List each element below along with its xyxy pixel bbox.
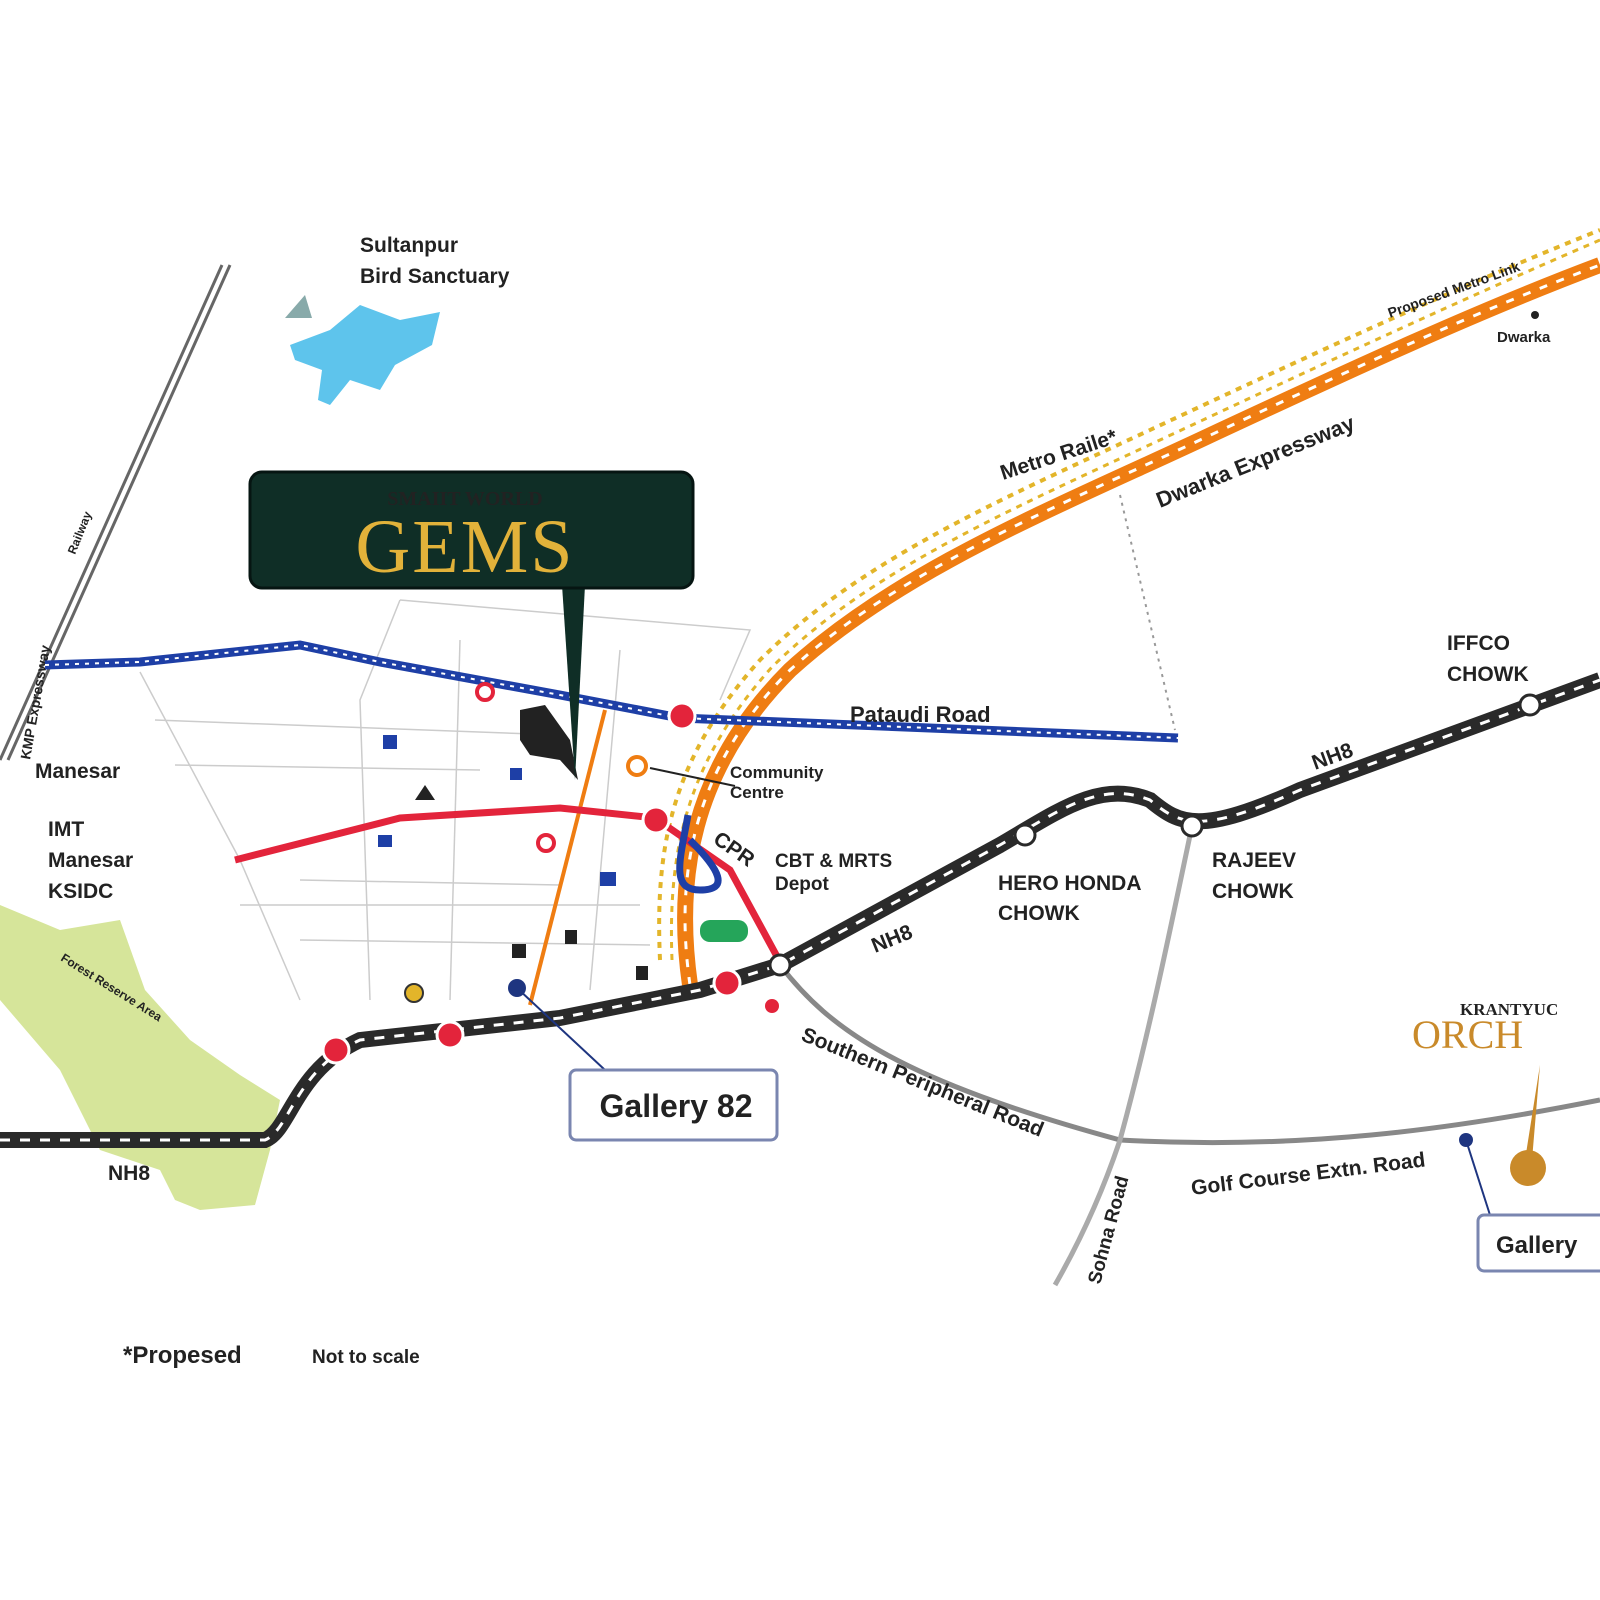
sector-poi-icons (378, 735, 616, 886)
metro-station-icon (667, 701, 697, 731)
chowk-icon (1518, 693, 1542, 717)
pataudi-road (44, 640, 1179, 743)
chowk-icon (1013, 823, 1037, 847)
orchard-project-marker[interactable]: KRANTYUC ORCH (1412, 1000, 1558, 1186)
cbt-depot-label-1: CBT & MRTS (775, 851, 892, 872)
orchard-title: ORCH (1412, 1012, 1523, 1057)
chowk-icon (1180, 814, 1204, 838)
railway-label: Railway (65, 509, 95, 556)
southern-peripheral-road (778, 963, 1600, 1146)
gems-title: GEMS (355, 505, 574, 589)
metro-station-icon (641, 805, 671, 835)
golf-course-ext-label: Golf Course Extn. Road (1190, 1148, 1427, 1200)
sector-grid (139, 599, 752, 1001)
railway-line (0, 264, 232, 761)
nh8-label-main: NH8 (108, 1162, 150, 1185)
gallery-right-label: Gallery (1496, 1232, 1578, 1259)
hero-honda-label-2: CHOWK (998, 902, 1080, 925)
proposed-link (1119, 494, 1176, 731)
gallery-right-callout[interactable]: Gallery (1459, 1133, 1600, 1273)
red-road (234, 804, 784, 964)
imt-label-3: KSIDC (48, 880, 113, 903)
imt-label-2: Manesar (48, 849, 133, 872)
metro-stations (321, 701, 742, 1065)
chowk-icon (768, 953, 792, 977)
community-centre-label-2: Centre (730, 783, 784, 802)
iffco-chowk-label-2: CHOWK (1447, 663, 1529, 686)
gems-brand-line: SMAIIT WORLD (387, 488, 542, 510)
metro-station-icon (435, 1020, 465, 1050)
dwarka-expressway-label: Dwarka Expressway (1153, 410, 1359, 513)
sultanpur-label: Sultanpur (360, 234, 458, 257)
community-centre-icon (626, 755, 648, 777)
rajiv-chowk-label-2: CHOWK (1212, 880, 1294, 903)
red-dot-icon (765, 999, 779, 1013)
yellow-poi-icon (404, 983, 424, 1003)
legend-not-to-scale: Not to scale (312, 1347, 420, 1368)
nh8-label-mid: NH8 (868, 920, 916, 957)
sohna-road (1052, 825, 1195, 1287)
cpr-loop (676, 814, 722, 894)
spr-label: Southern Peripheral Road (798, 1023, 1047, 1141)
leader-line (649, 767, 736, 787)
metro-station-icon (321, 1035, 351, 1065)
gems-project-callout[interactable]: SMAIIT WORLD GEMS (248, 470, 695, 780)
hero-honda-label-1: HERO HONDA (998, 872, 1142, 895)
gallery82-callout[interactable]: Gallery 82 (508, 979, 779, 1142)
nh8-dashes (0, 678, 1600, 1142)
iffco-chowk-label-1: IFFCO (1447, 632, 1510, 655)
metro-line-2 (669, 238, 1600, 961)
sector-poi-icons-dark (415, 705, 648, 980)
sohna-road-label: Sohna Road (1085, 1174, 1134, 1287)
dwarka-point-icon (1531, 311, 1539, 319)
dwarka-point-label: Dwarka (1497, 329, 1551, 346)
bus-depot-icon (700, 920, 748, 942)
imt-label-1: IMT (48, 818, 84, 841)
cbt-depot-label-2: Depot (775, 874, 830, 895)
lake-inlet (285, 295, 312, 318)
manesar-label: Manesar (35, 760, 120, 783)
orchard-brand-line: KRANTYUC (1460, 1000, 1558, 1019)
sanctuary-label: Bird Sanctuary (360, 265, 510, 288)
pataudi-road-label: Pataudi Road (850, 702, 991, 727)
metro-label: Metro Raile* (997, 425, 1120, 485)
red-ring-icon (536, 833, 556, 853)
sultanpur-lake (290, 305, 440, 405)
rajiv-chowk-label-1: RAJEEV (1212, 849, 1296, 872)
expressway-dashes (683, 263, 1600, 986)
gallery82-label: Gallery 82 (600, 1088, 753, 1124)
sector-orange-road (528, 709, 607, 1006)
metro-station-icon (712, 968, 742, 998)
red-ring-icon (475, 682, 495, 702)
community-centre-label-1: Community (730, 763, 824, 782)
pataudi-dashes (44, 643, 1179, 739)
nh8-highway (0, 672, 1600, 1148)
chowk-markers (768, 693, 1542, 977)
metro-line (657, 228, 1600, 961)
legend-proposed: *Propesed (123, 1342, 242, 1369)
